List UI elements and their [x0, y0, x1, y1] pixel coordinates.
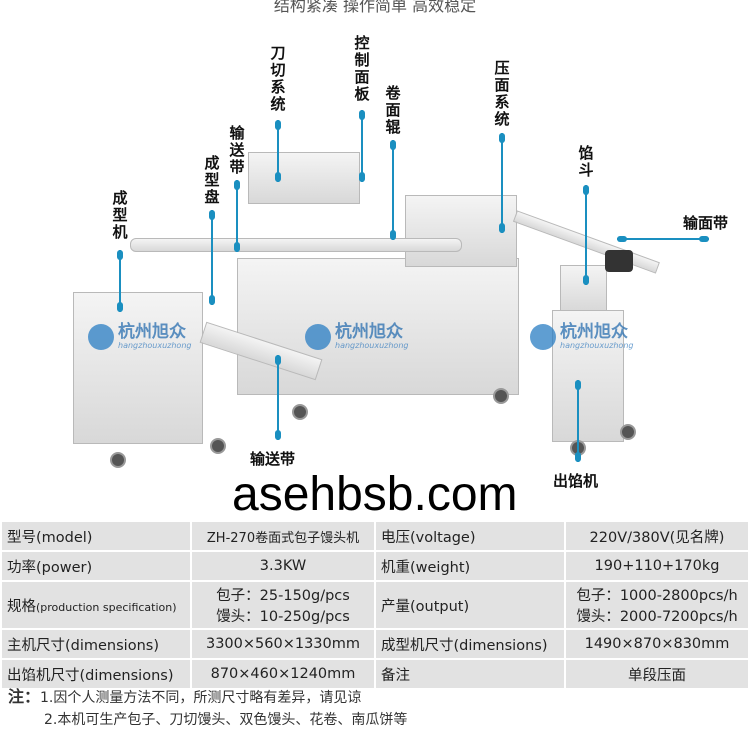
- pointer-line: [275, 355, 281, 440]
- spec-value-line: 馒头：2000-7200pcs/h: [576, 609, 738, 625]
- spec-key-cn: 规格: [7, 598, 36, 615]
- spec-value: 3300×560×1330mm: [192, 630, 374, 658]
- pressing-unit: [405, 195, 517, 267]
- spec-value: 190+110+170kg: [566, 552, 748, 580]
- spec-value: 870×460×1240mm: [192, 660, 374, 688]
- spec-key: 功率(power): [2, 552, 190, 580]
- label-conveyor-top: 输送带: [229, 124, 245, 176]
- logo-mark-icon: [88, 323, 114, 350]
- spec-value-line: 包子：25-150g/pcs: [216, 588, 350, 604]
- wheel: [620, 424, 636, 440]
- label-rolling-roller: 卷面辊: [385, 84, 401, 136]
- pointer-line: [583, 185, 589, 285]
- conveyor-belt: [130, 238, 462, 252]
- spec-value: 包子：25-150g/pcs 馒头：10-250g/pcs: [192, 582, 374, 628]
- pointer-line: [499, 133, 505, 233]
- logo-mark-icon: [305, 323, 331, 350]
- table-row: 主机尺寸(dimensions) 3300×560×1330mm 成型机尺寸(d…: [2, 630, 748, 658]
- pointer-line: [575, 380, 581, 462]
- spec-key-en: (production specification): [36, 600, 177, 614]
- table-row: 规格(production specification) 包子：25-150g/…: [2, 582, 748, 628]
- logo-cn: 杭州旭众: [335, 322, 403, 342]
- spec-value: 单段压面: [566, 660, 748, 688]
- label-dough-belt: 输面带: [683, 214, 729, 232]
- spec-value-line: 包子：1000-2800pcs/h: [576, 588, 738, 604]
- pointer-line: [390, 140, 396, 240]
- cutter-housing: [248, 152, 360, 204]
- spec-key: 机重(weight): [376, 552, 564, 580]
- label-conveyor-bottom: 输送带: [250, 450, 296, 468]
- spec-key: 成型机尺寸(dimensions): [376, 630, 564, 658]
- spec-value: 1490×870×830mm: [566, 630, 748, 658]
- logo-en: hangzhouxuzhong: [118, 341, 192, 350]
- motor: [605, 250, 633, 272]
- pointer-line: [234, 180, 240, 252]
- spec-key: 规格(production specification): [2, 582, 190, 628]
- wheel: [292, 404, 308, 420]
- logo-en: hangzhouxuzhong: [335, 341, 409, 350]
- logo-mark-icon: [530, 323, 556, 350]
- label-pressing-system: 压面系统: [494, 59, 510, 128]
- spec-key: 出馅机尺寸(dimensions): [2, 660, 190, 688]
- table-row: 功率(power) 3.3KW 机重(weight) 190+110+170kg: [2, 552, 748, 580]
- label-forming-tray: 成型盘: [204, 154, 220, 206]
- forming-machine-body: [73, 292, 203, 444]
- label-filling-hopper: 馅斗: [578, 144, 594, 179]
- wheel: [210, 438, 226, 454]
- spec-value: 220V/380V(见名牌): [566, 522, 748, 550]
- main-body: [237, 258, 519, 395]
- spec-key: 型号(model): [2, 522, 190, 550]
- label-cutter-system: 刀切系统: [270, 44, 286, 113]
- logo-cn: 杭州旭众: [560, 322, 628, 342]
- note-line: 2.本机可生产包子、刀切馒头、双色馒头、花卷、南瓜饼等: [44, 712, 408, 728]
- logo-cn: 杭州旭众: [118, 322, 186, 342]
- hopper: [560, 265, 607, 312]
- pointer-line: [617, 236, 709, 242]
- wheel: [493, 388, 509, 404]
- notes-head: 注：: [8, 687, 41, 706]
- pointer-line: [117, 250, 123, 312]
- headline: 结构紧凑 操作简单 高效稳定: [273, 0, 477, 15]
- logo-en: hangzhouxuzhong: [560, 341, 634, 350]
- label-control-panel: 控制面板: [354, 34, 370, 103]
- note-line: 1.因个人测量方法不同，所测尺寸略有差异，请见谅: [40, 690, 362, 706]
- spec-value: ZH-270卷面式包子馒头机: [192, 522, 374, 550]
- pointer-line: [275, 120, 281, 182]
- pointer-line: [209, 210, 215, 305]
- spec-key: 产量(output): [376, 582, 564, 628]
- table-row: 出馅机尺寸(dimensions) 870×460×1240mm 备注 单段压面: [2, 660, 748, 688]
- spec-key: 主机尺寸(dimensions): [2, 630, 190, 658]
- spec-key: 电压(voltage): [376, 522, 564, 550]
- filling-machine-body: [552, 310, 624, 442]
- notes: 注：1.因个人测量方法不同，所测尺寸略有差异，请见谅 2.本机可生产包子、刀切馒…: [8, 686, 407, 731]
- spec-key: 备注: [376, 660, 564, 688]
- spec-value: 3.3KW: [192, 552, 374, 580]
- wheel: [110, 452, 126, 468]
- label-filling-machine: 出馅机: [553, 472, 599, 490]
- spec-value-line: 馒头：10-250g/pcs: [216, 609, 350, 625]
- watermark: asehbsb.com: [232, 468, 518, 521]
- label-forming-machine: 成型机: [112, 189, 128, 241]
- spec-table: 型号(model) ZH-270卷面式包子馒头机 电压(voltage) 220…: [0, 520, 750, 690]
- table-row: 型号(model) ZH-270卷面式包子馒头机 电压(voltage) 220…: [2, 522, 748, 550]
- pointer-line: [359, 110, 365, 182]
- spec-value: 包子：1000-2800pcs/h 馒头：2000-7200pcs/h: [566, 582, 748, 628]
